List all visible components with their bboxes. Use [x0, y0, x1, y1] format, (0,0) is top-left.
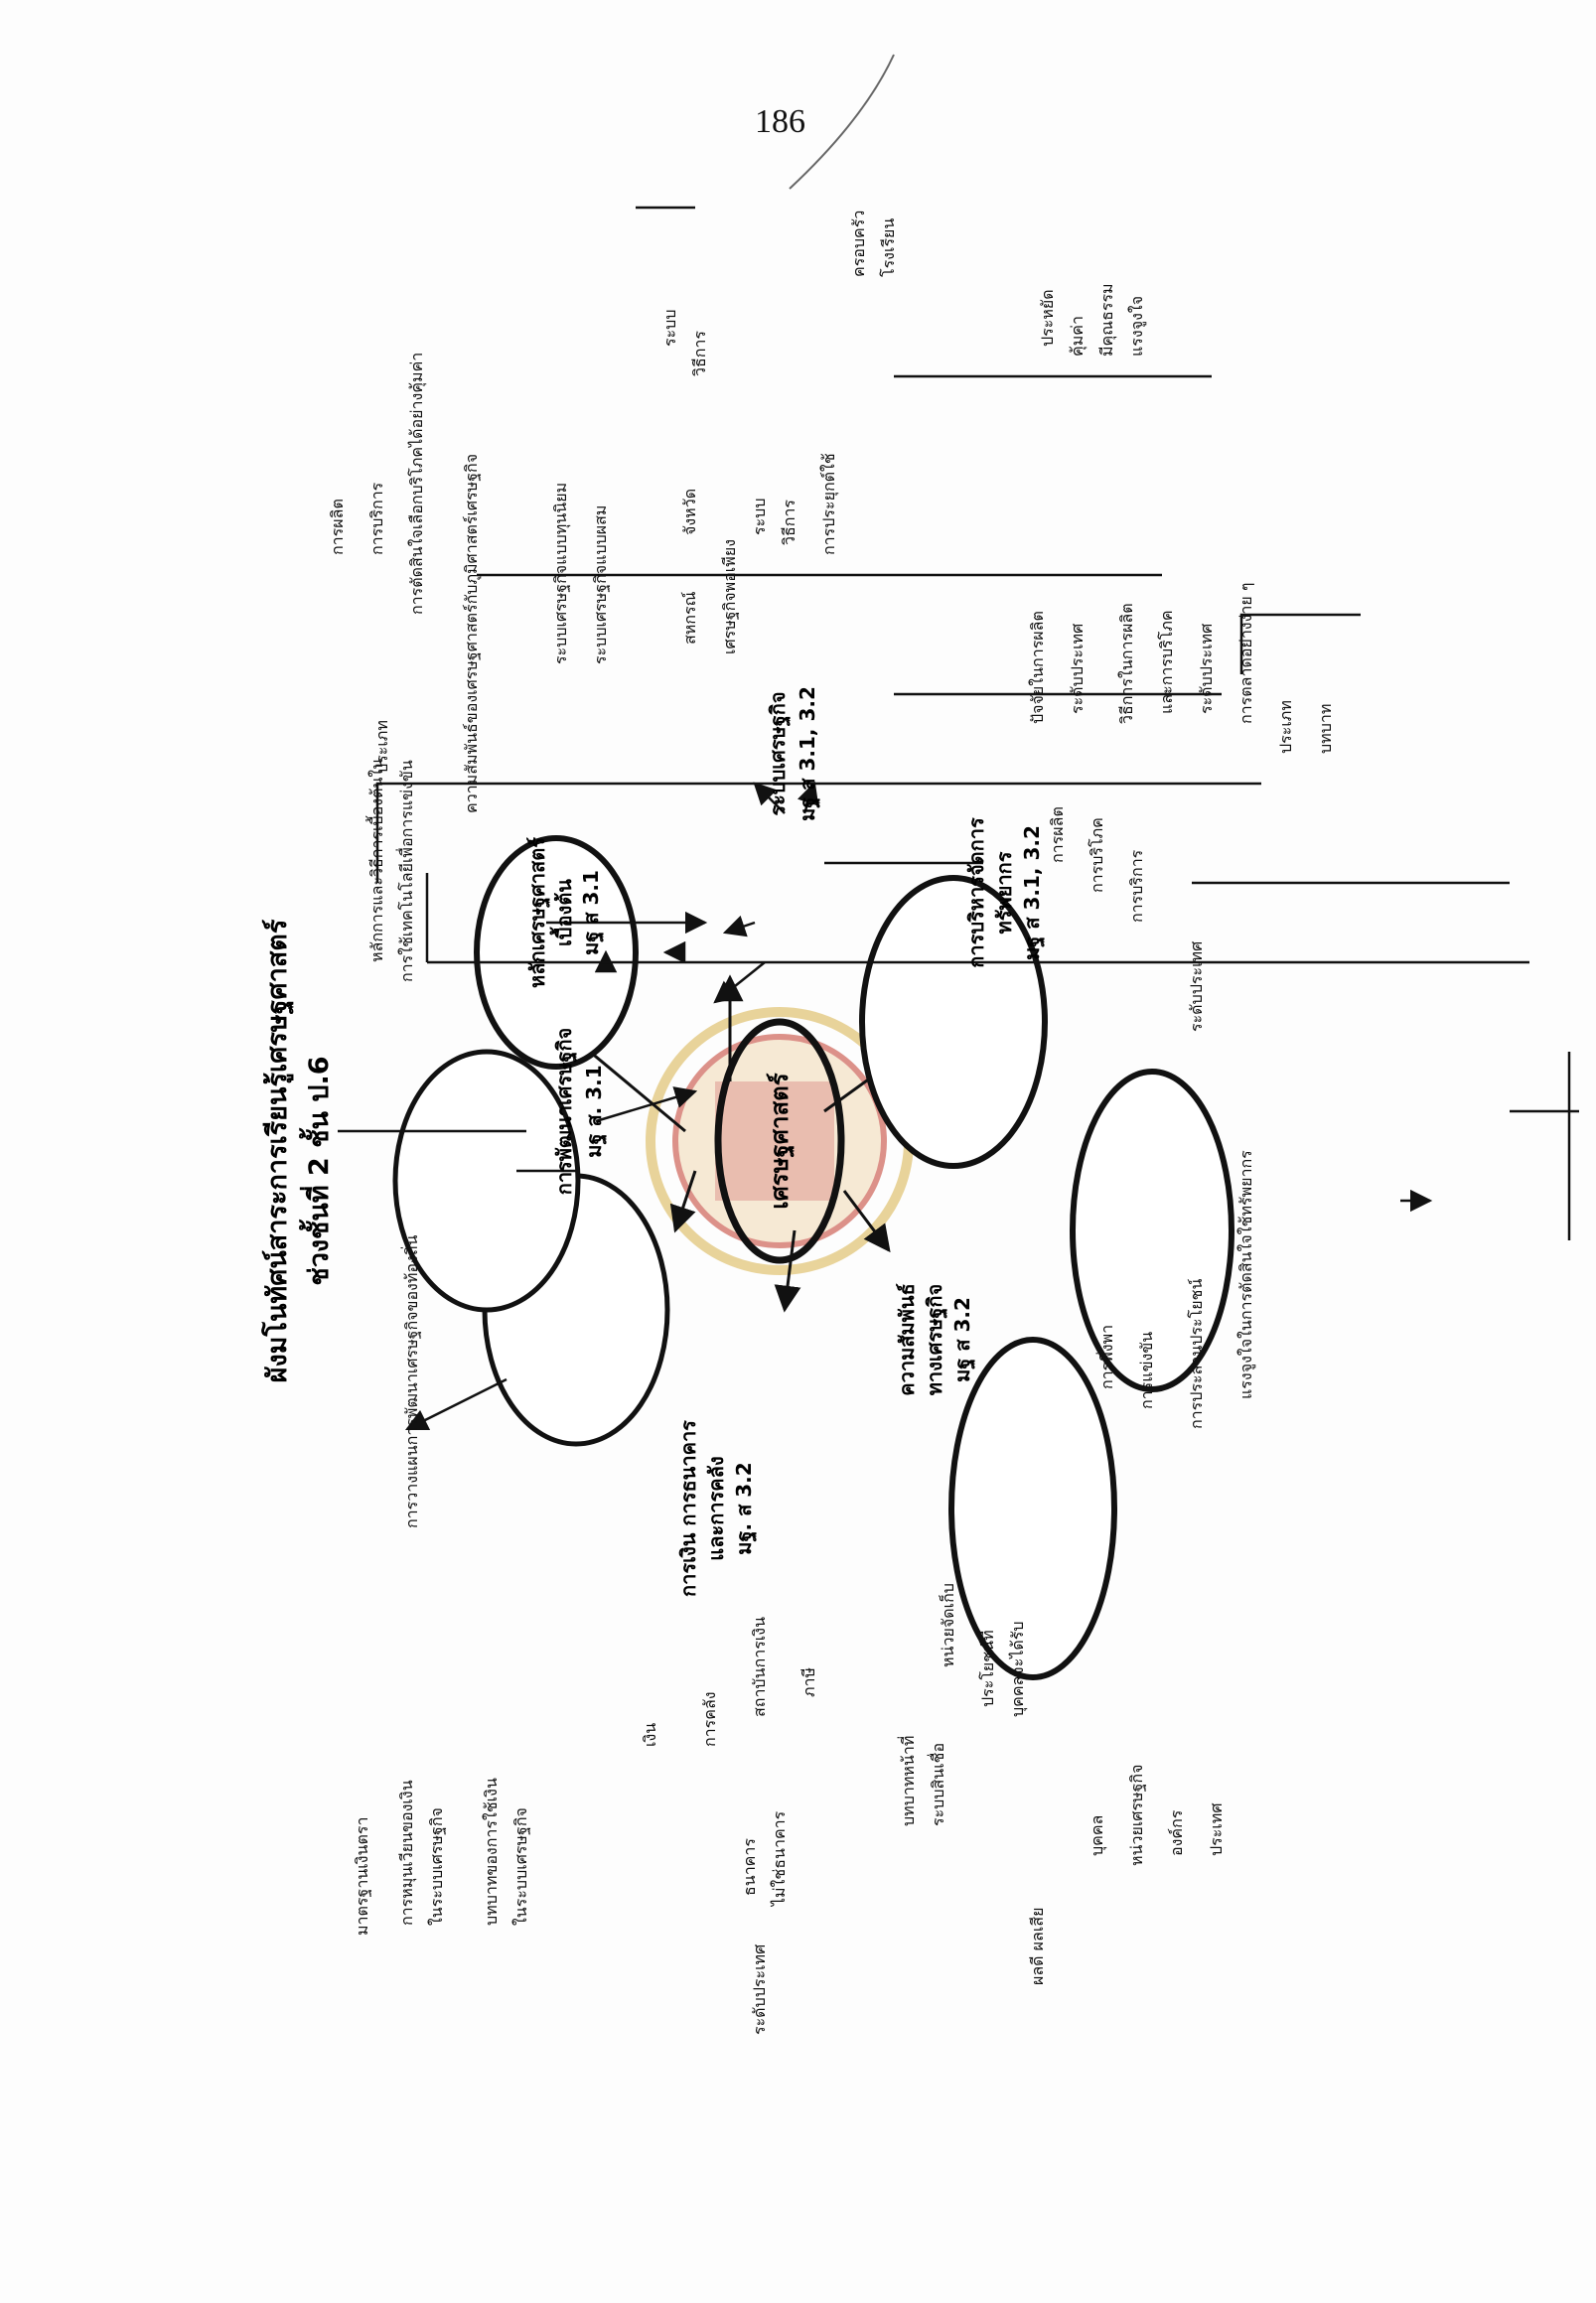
node-resource: การบริหารจัดการ ทรัพยากร มฐ ส 3.1, 3.2	[964, 817, 1046, 968]
resource-factor-3: และการบริโภค	[1157, 610, 1176, 714]
money-money-item-0: มาตรฐานเงินตรา	[353, 1817, 371, 1936]
money-money-item-2: ในระบบเศรษฐกิจ	[427, 1807, 446, 1926]
node-dev-line2: มฐ ส. 3.1	[582, 1065, 608, 1157]
money-effect-item-0: บุคคล	[1088, 1815, 1107, 1856]
resource-virtue-1: คุ้มค่า	[1068, 316, 1088, 357]
resource-factor-2: วิธีการในการผลิต	[1117, 603, 1136, 724]
pen-stroke	[789, 54, 895, 190]
system-apply-item-0: ครอบครัว	[849, 211, 868, 277]
node-relation-line3: มฐ ส 3.2	[950, 1297, 976, 1382]
resource-item-1: การบริโภค	[1088, 817, 1106, 893]
node-principles-line3: มฐ ส 3.1	[579, 870, 605, 955]
system-apply-item-1: โรงเรียน	[879, 218, 898, 277]
money-money-item-1: การหมุนเวียนของเงิน	[397, 1780, 417, 1926]
branch-arrows	[404, 781, 1433, 1431]
node-relation-line1: ความสัมพันธ์	[895, 1283, 919, 1395]
resource-item-2: การบริการ	[1127, 849, 1146, 923]
relation-item-2: การประสานประโยชน์	[1187, 1278, 1206, 1429]
node-system-line2: มฐ ส 3.1, 3.2	[796, 686, 821, 821]
resource-factor-4: ระดับประเทศ	[1197, 624, 1216, 714]
system-province-item-1: วิธีการ	[690, 331, 709, 376]
principles-a2: การใช้เทคโนโลยีเพื่อการแข่งขัน	[395, 760, 416, 982]
system-suff-item-0: ระบบ	[750, 499, 769, 536]
system-suff-item-1: วิธีการ	[780, 500, 798, 545]
money-credit-item-1: ระบบสินเชื่อ	[927, 1743, 947, 1826]
title-line2: ช่วงชั้นที่ 2 ชั้น ป.6	[298, 1056, 335, 1285]
money-tax-item-2: บุคคลจะได้รับ	[1008, 1621, 1028, 1717]
node-dev: การพัฒนาเศรษฐกิจ มฐ ส. 3.1	[552, 1028, 608, 1196]
resource-virtue-0: ประหยัด	[1038, 289, 1057, 347]
node-principles-line2: เบื้องต้น	[549, 879, 576, 946]
principles-item-0: การผลิต	[328, 499, 347, 555]
principles-b: ความสัมพันธ์ของเศรษฐศาสตร์กับภูมิศาสตร์เ…	[462, 454, 482, 813]
resource-virtue-3: แรงจูงใจ	[1127, 296, 1147, 357]
relation-item-0: การพึ่งพา	[1095, 1325, 1116, 1389]
money-money: เงิน	[641, 1723, 659, 1747]
title-line1: ผังมโนทัศน์สาระการเรียนรู้เศรษฐศาสตร์	[260, 919, 295, 1382]
money-institution: สถาบันการเงิน	[750, 1617, 769, 1717]
node-resource-line1: การบริหารจัดการ	[964, 817, 988, 968]
node-money-line3: มฐ. ส 3.2	[732, 1462, 758, 1554]
node-ellipses	[392, 835, 1234, 1680]
system-coop: สหกรณ์	[680, 591, 699, 645]
money-effect-item-2: องค์กร	[1167, 1809, 1186, 1856]
system-province: จังหวัด	[680, 489, 699, 535]
resource-market-item-1: บทบาท	[1316, 704, 1335, 754]
money-effect-item-3: ประเทศ	[1207, 1802, 1226, 1856]
node-money-line1: การเงิน การธนาคาร	[676, 1420, 700, 1597]
resource-item-0: การผลิต	[1048, 806, 1067, 863]
node-dev-line1: การพัฒนาเศรษฐกิจ	[552, 1028, 578, 1196]
system-sufficiency: เศรษฐกิจพอเพียง	[720, 539, 739, 654]
money-effect: ผลดี ผลเสีย	[1028, 1908, 1047, 1985]
resource-virtue-2: มีคุณธรรม	[1097, 283, 1117, 357]
principles-type: ประเภท	[372, 720, 391, 774]
node-principles: หลักเศรษฐศาสตร์ เบื้องต้น มฐ ส 3.1	[525, 837, 605, 988]
node-relation-line2: ทางเศรษฐกิจ	[923, 1284, 948, 1396]
node-system-line1: ระบบเศรษฐกิจ	[766, 691, 792, 815]
node-resource-line3: มฐ ส 3.1, 3.2	[1020, 825, 1046, 960]
system-type-1: ระบบเศรษฐกิจแบบผสม	[591, 505, 610, 664]
node-resource-line2: ทรัพยากร	[992, 851, 1016, 934]
node-system: ระบบเศรษฐกิจ มฐ ส 3.1, 3.2	[766, 686, 821, 821]
relation-item-3: แรงจูงใจในการตัดสินใจใช้ทรัพยากร	[1236, 1150, 1256, 1399]
node-money: การเงิน การธนาคาร และการคลัง มฐ. ส 3.2	[676, 1420, 758, 1597]
node-relation: ความสัมพันธ์ ทางเศรษฐกิจ มฐ ส 3.2	[895, 1283, 976, 1395]
resource-factor-0: ปัจจัยในการผลิต	[1028, 611, 1047, 724]
page-number: 186	[755, 103, 805, 140]
principles-item-1: การบริการ	[367, 482, 386, 555]
money-tax-item-0: หน่วยจัดเก็บ	[938, 1583, 957, 1667]
center-label: เศรษฐศาสตร์	[766, 1073, 796, 1209]
money-tax-item-1: ประโยชน์ที่	[976, 1630, 997, 1707]
system-province-item-0: ระบบ	[660, 310, 679, 348]
money-credit-item-0: บทบาทหน้าที่	[897, 1736, 918, 1826]
money-national-level: ระดับประเทศ	[750, 1944, 769, 2035]
resource-national: ระดับประเทศ	[1187, 941, 1206, 1032]
money-tax: ภาษี	[799, 1667, 818, 1697]
dev-plan-label: การวางแผนการพัฒนาเศรษฐกิจของท้องถิ่น	[400, 1234, 421, 1528]
money-money-item-3: บทบาทของการใช้เงิน	[482, 1778, 501, 1926]
relation-item-1: การแข่งขัน	[1137, 1332, 1156, 1409]
system-suff-item-2: การประยุกต์ใช้	[819, 453, 839, 555]
money-effect-item-1: หน่วยเศรษฐกิจ	[1127, 1765, 1146, 1867]
principles-item-2: การตัดสินใจเลือกบริโภคได้อย่างคุ้มค่า	[407, 353, 427, 615]
money-institution-item-0: ธนาคาร	[740, 1838, 759, 1896]
principles-a1: หลักการและวิธีการเบื้องต้นใน	[365, 759, 386, 962]
resource-factor-1: ระดับประเทศ	[1068, 624, 1087, 714]
branch-lines	[338, 206, 1579, 1240]
money-fiscal: การคลัง	[700, 1691, 719, 1747]
money-money-item-4: ในระบบเศรษฐกิจ	[511, 1807, 530, 1926]
money-institution-item-1: ไม่ใช่ธนาคาร	[770, 1810, 789, 1908]
node-principles-line1: หลักเศรษฐศาสตร์	[525, 837, 551, 988]
resource-factor-5: การตลาดอย่างง่าย ๆ	[1236, 583, 1255, 724]
system-type-0: ระบบเศรษฐกิจแบบทุนนิยม	[551, 483, 571, 664]
resource-market-item-0: ประเภท	[1276, 700, 1295, 754]
node-money-line2: และการคลัง	[704, 1456, 728, 1560]
